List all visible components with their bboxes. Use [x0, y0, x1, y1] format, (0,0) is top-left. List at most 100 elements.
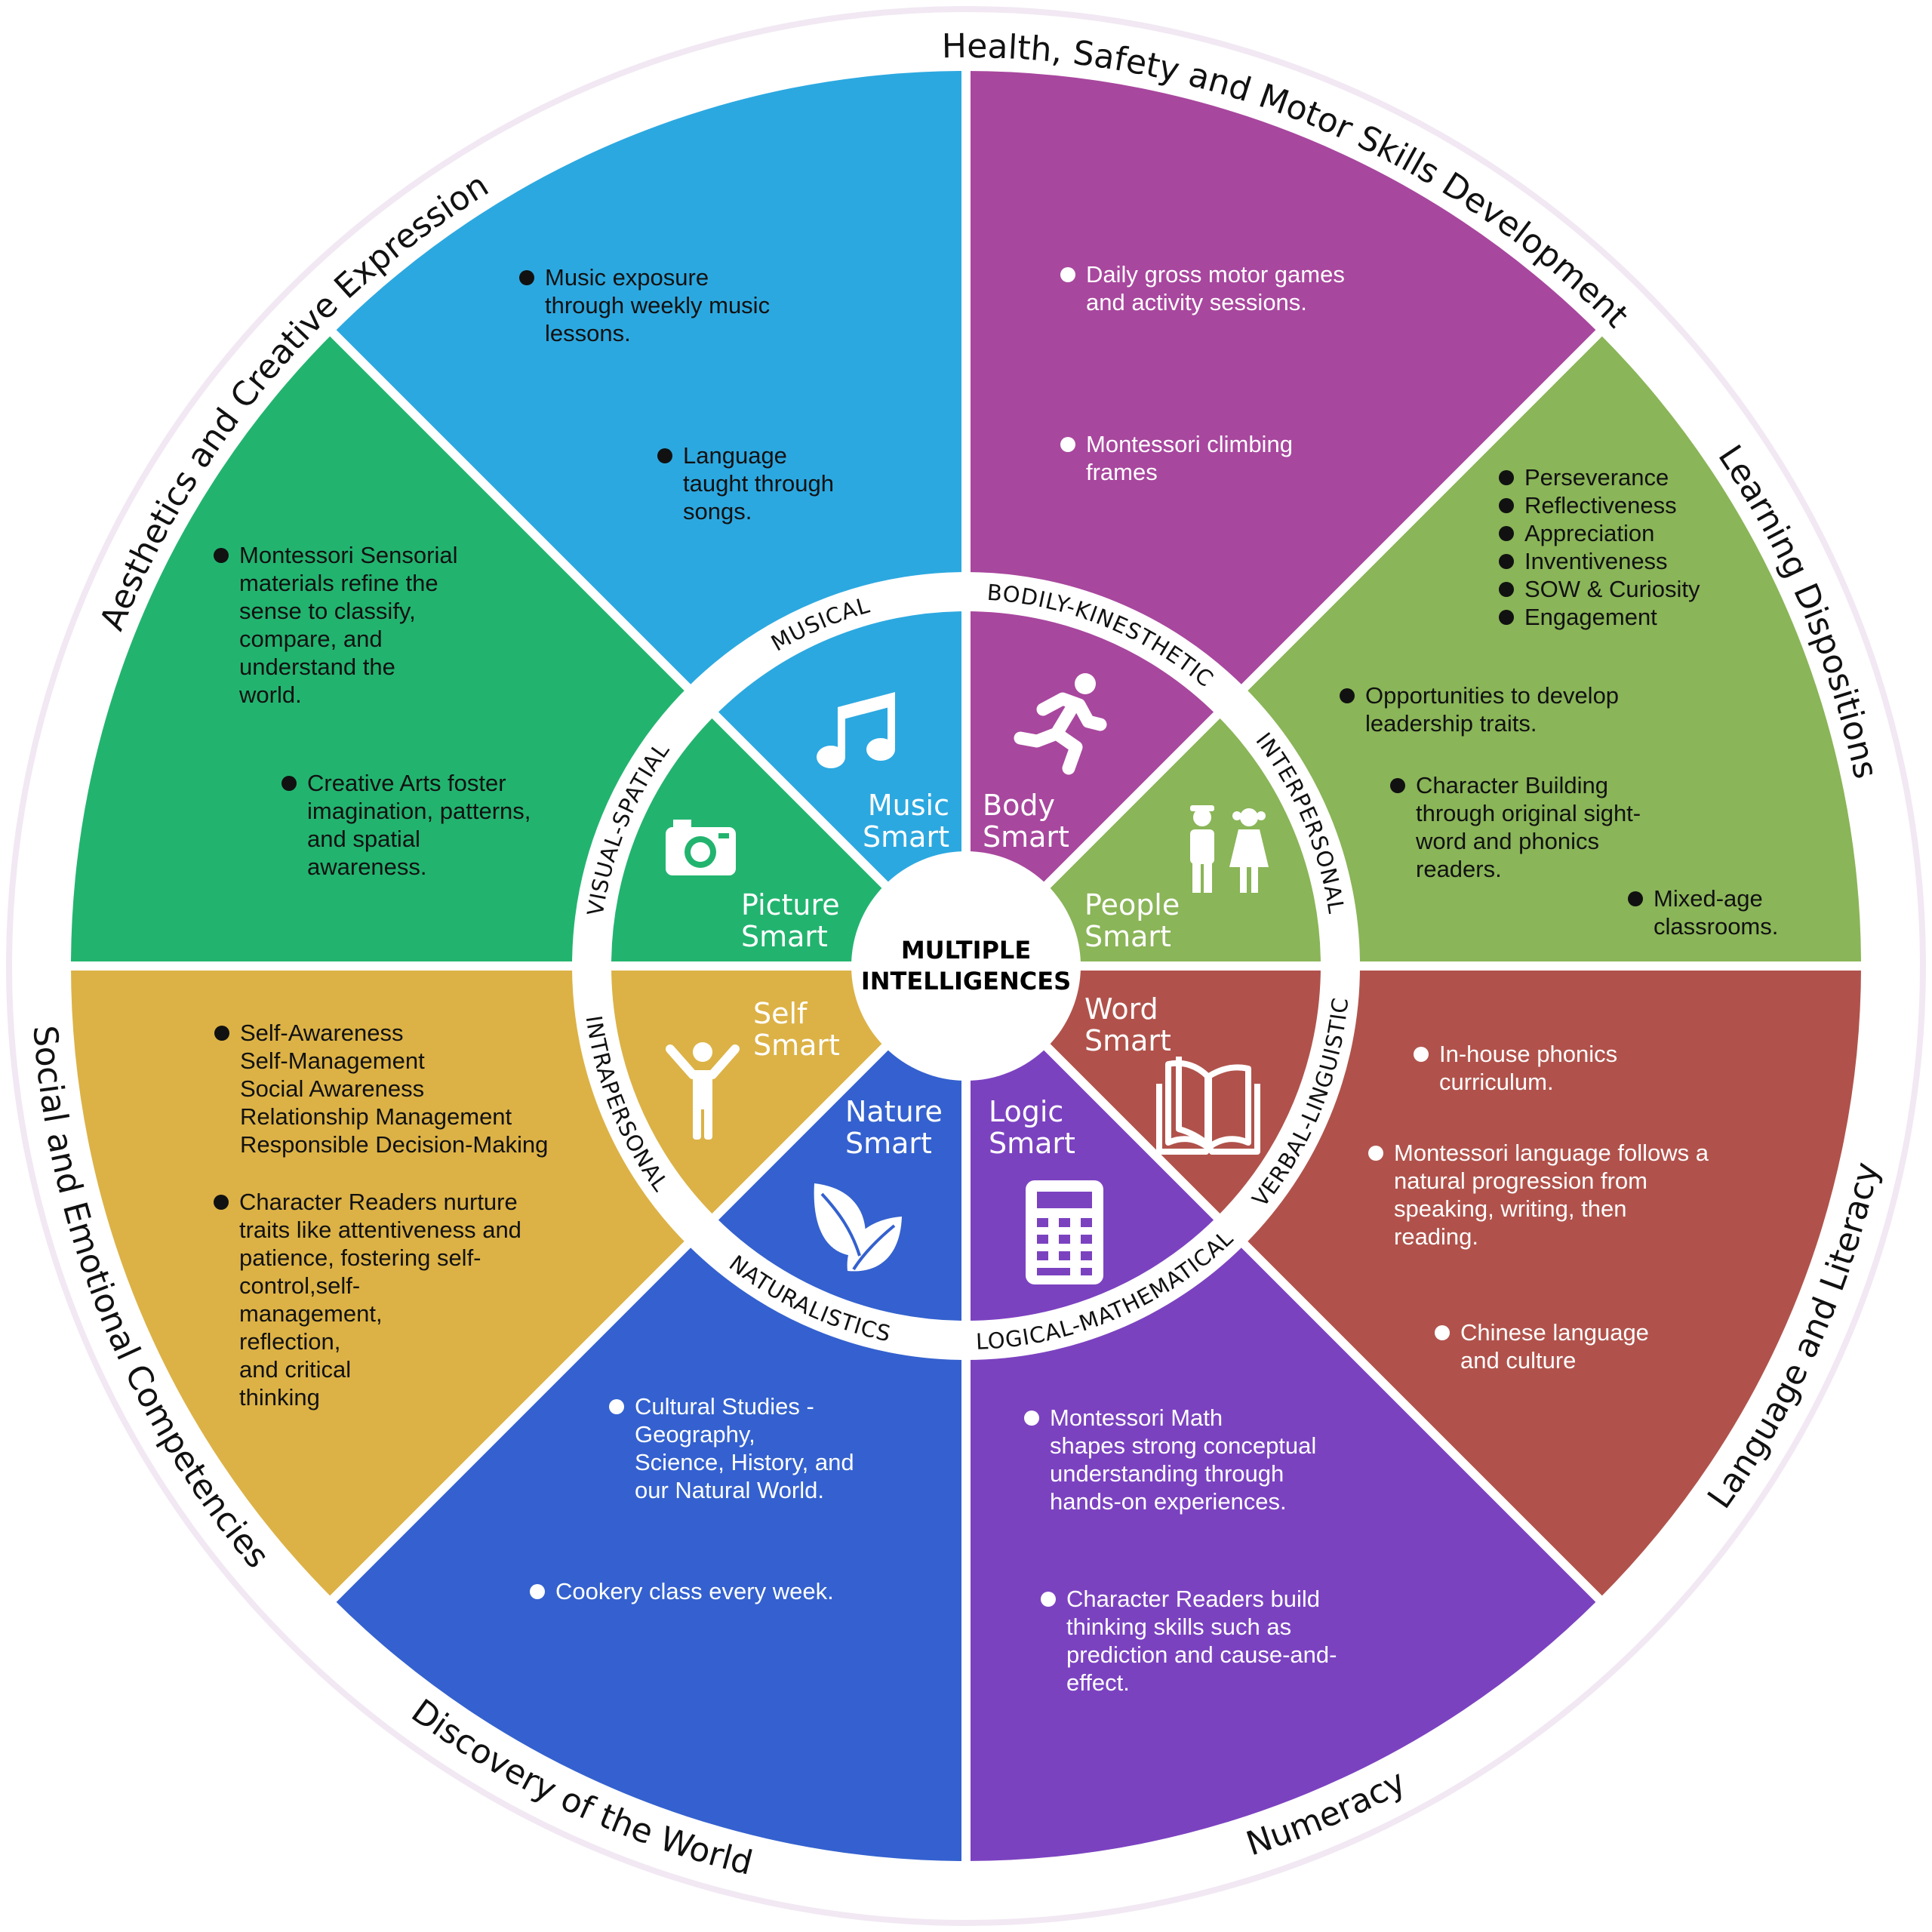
bullet-text-line: Character Building — [1416, 772, 1608, 798]
smart-label: Body — [983, 789, 1055, 822]
bullet-text-line: Appreciation — [1524, 520, 1654, 546]
bullet-text-line: through weekly music — [545, 292, 770, 318]
bullet-text-line: shapes strong conceptual — [1050, 1432, 1316, 1459]
sector-divider — [326, 962, 970, 1606]
smart-label: Smart — [983, 820, 1069, 854]
bullet-text-line: Cultural Studies - — [635, 1393, 814, 1420]
bullet-text-line: frames — [1086, 459, 1158, 485]
bullet-text-line: Montessori Math — [1050, 1404, 1223, 1431]
bullet-dot — [281, 776, 297, 791]
bullet-dot — [214, 1195, 229, 1210]
bullet-text-line: and culture — [1460, 1347, 1576, 1374]
bullet-text-line: understand the — [239, 654, 395, 680]
bullet-text-line: readers. — [1416, 856, 1502, 882]
bullet-dot — [657, 448, 672, 463]
bullet-text-line: thinking skills such as — [1066, 1614, 1291, 1640]
bullet-dot — [1499, 470, 1514, 485]
bullet-text-line: Character Readers build — [1066, 1586, 1320, 1612]
music-note-icon — [817, 692, 895, 768]
bullet-text-line: management, — [239, 1300, 383, 1327]
bullet-dot — [1499, 610, 1514, 625]
bullet-dot — [1499, 526, 1514, 541]
outer-sector-interpersonal — [1244, 333, 1861, 967]
bullet-text-line: In-house phonics — [1439, 1041, 1617, 1067]
bullet-text-line: compare, and — [239, 626, 383, 652]
bullet-item: Cookery class every week. — [530, 1578, 834, 1604]
bullet-text-line: Daily gross motor games — [1086, 261, 1345, 288]
bullet-text-line: through original sight- — [1416, 800, 1641, 826]
bullet-text-line: SOW & Curiosity — [1524, 576, 1700, 602]
bullet-text-line: traits like attentiveness and — [239, 1217, 521, 1243]
bullet-dot — [1499, 498, 1514, 513]
inner-sector-naturalistics — [715, 1046, 966, 1321]
bullet-text-line: Montessori climbing — [1086, 431, 1293, 457]
bullet-item: Perseverance — [1499, 464, 1669, 491]
bullet-text-line: Responsible Decision-Making — [240, 1131, 548, 1158]
bullet-text-line: control,self- — [239, 1272, 360, 1299]
smart-label: Self — [753, 997, 808, 1030]
bullet-text-line: understanding through — [1050, 1460, 1284, 1487]
outer-sector-visual-spatial — [71, 333, 688, 967]
bullet-item: Inventiveness — [1499, 548, 1668, 574]
center-title-line1: MULTIPLE — [901, 936, 1031, 964]
smart-label: Word — [1084, 992, 1158, 1026]
bullet-text-line: speaking, writing, then — [1394, 1195, 1626, 1222]
bullet-text-line: curriculum. — [1439, 1069, 1554, 1095]
leaves-icon — [814, 1183, 902, 1272]
book-icon — [1156, 1057, 1260, 1155]
bullet-text-line: songs. — [683, 498, 752, 525]
bullet-text-line: effect. — [1066, 1669, 1130, 1696]
sector-divider — [326, 326, 970, 970]
outer-sector-naturalistics — [333, 1244, 967, 1861]
bullet-text-line: imagination, patterns, — [307, 798, 531, 824]
sector-divider — [962, 962, 1606, 1606]
bullet-text-line: Relationship Management — [240, 1103, 512, 1130]
smart-label: Nature — [845, 1095, 943, 1128]
bullet-text-line: word and phonics — [1415, 828, 1599, 854]
bullet-text-line: and critical — [239, 1356, 351, 1383]
smart-label: Smart — [1084, 1024, 1171, 1057]
camera-icon — [666, 820, 736, 875]
bullet-text-line: our Natural World. — [635, 1477, 824, 1503]
bullet-text-line: materials refine the — [239, 570, 438, 596]
bullet-text-line: classrooms. — [1654, 913, 1778, 940]
center-circle — [851, 851, 1081, 1081]
bullet-dot — [1060, 437, 1075, 452]
bullet-dot — [609, 1399, 624, 1414]
outer-sector-musical — [333, 71, 967, 688]
bullet-item: Cultural Studies -Geography,Science, His… — [609, 1393, 854, 1503]
bullet-text-line: leadership traits. — [1365, 710, 1537, 737]
bullet-text-line: Montessori language follows a — [1394, 1140, 1709, 1166]
bullet-text-line: Language — [683, 442, 787, 469]
smart-label: People — [1084, 888, 1180, 921]
bullet-dot — [1414, 1047, 1429, 1062]
smart-label: Smart — [863, 820, 949, 854]
smart-label: Smart — [989, 1127, 1075, 1160]
outer-sector-verbal-linguistic — [1244, 966, 1861, 1599]
outer-sector-logical-mathematical — [966, 1244, 1599, 1861]
smart-label: Smart — [753, 1029, 840, 1062]
outer-sector-bodily-kinesthetic — [966, 71, 1599, 688]
smart-label: Smart — [741, 920, 828, 953]
bullet-text-line: sense to classify, — [239, 598, 416, 624]
bullet-text-line: Geography, — [635, 1421, 755, 1447]
bullet-dot — [214, 548, 229, 563]
inner-sector-bodily-kinesthetic — [966, 611, 1217, 886]
bullet-dot — [1499, 582, 1514, 597]
inner-sector-intrapersonal — [611, 966, 886, 1217]
bullet-dot — [1024, 1411, 1039, 1426]
bullet-text-line: prediction and cause-and- — [1066, 1641, 1337, 1668]
bullet-text-line: and spatial — [307, 826, 420, 852]
smart-label: Smart — [845, 1127, 932, 1160]
bullet-item: Reflectiveness — [1499, 492, 1677, 518]
